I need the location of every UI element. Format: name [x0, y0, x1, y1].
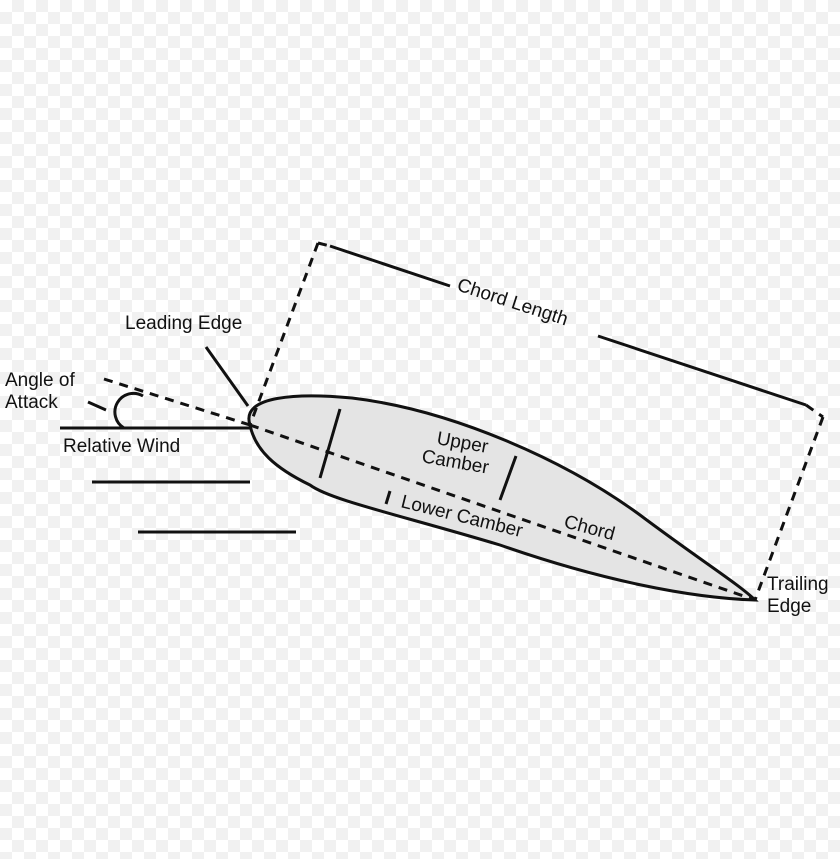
upper-camber-marker-1: [318, 408, 342, 479]
trailing-edge-label-line2: Edge: [767, 596, 811, 617]
angle-of-attack-leader: [87, 400, 107, 412]
relative-wind-label: Relative Wind: [63, 436, 180, 457]
leading-edge-label: Leading Edge: [125, 313, 242, 334]
chord-length-dash-top-right: [805, 403, 824, 419]
chord-length-dash-top-left: [317, 241, 331, 248]
chord-length-label: Chord Length: [454, 275, 570, 331]
angle-of-attack-dash-line: [103, 377, 251, 427]
angle-of-attack-arc: [113, 391, 144, 430]
chord-length-dash-right: [753, 416, 825, 601]
chord-length-line-right: [597, 334, 807, 407]
angle-of-attack-label-line2: Attack: [5, 392, 58, 413]
trailing-edge-label-line1: Trailing: [767, 574, 829, 595]
angle-of-attack-label-line1: Angle of: [5, 370, 75, 391]
upper-camber-marker-2: [498, 455, 518, 501]
leading-edge-leader: [204, 346, 250, 407]
chord-length-dash-left: [248, 242, 320, 426]
chord-length-line-left: [329, 244, 451, 288]
lower-camber-marker: [384, 490, 392, 505]
